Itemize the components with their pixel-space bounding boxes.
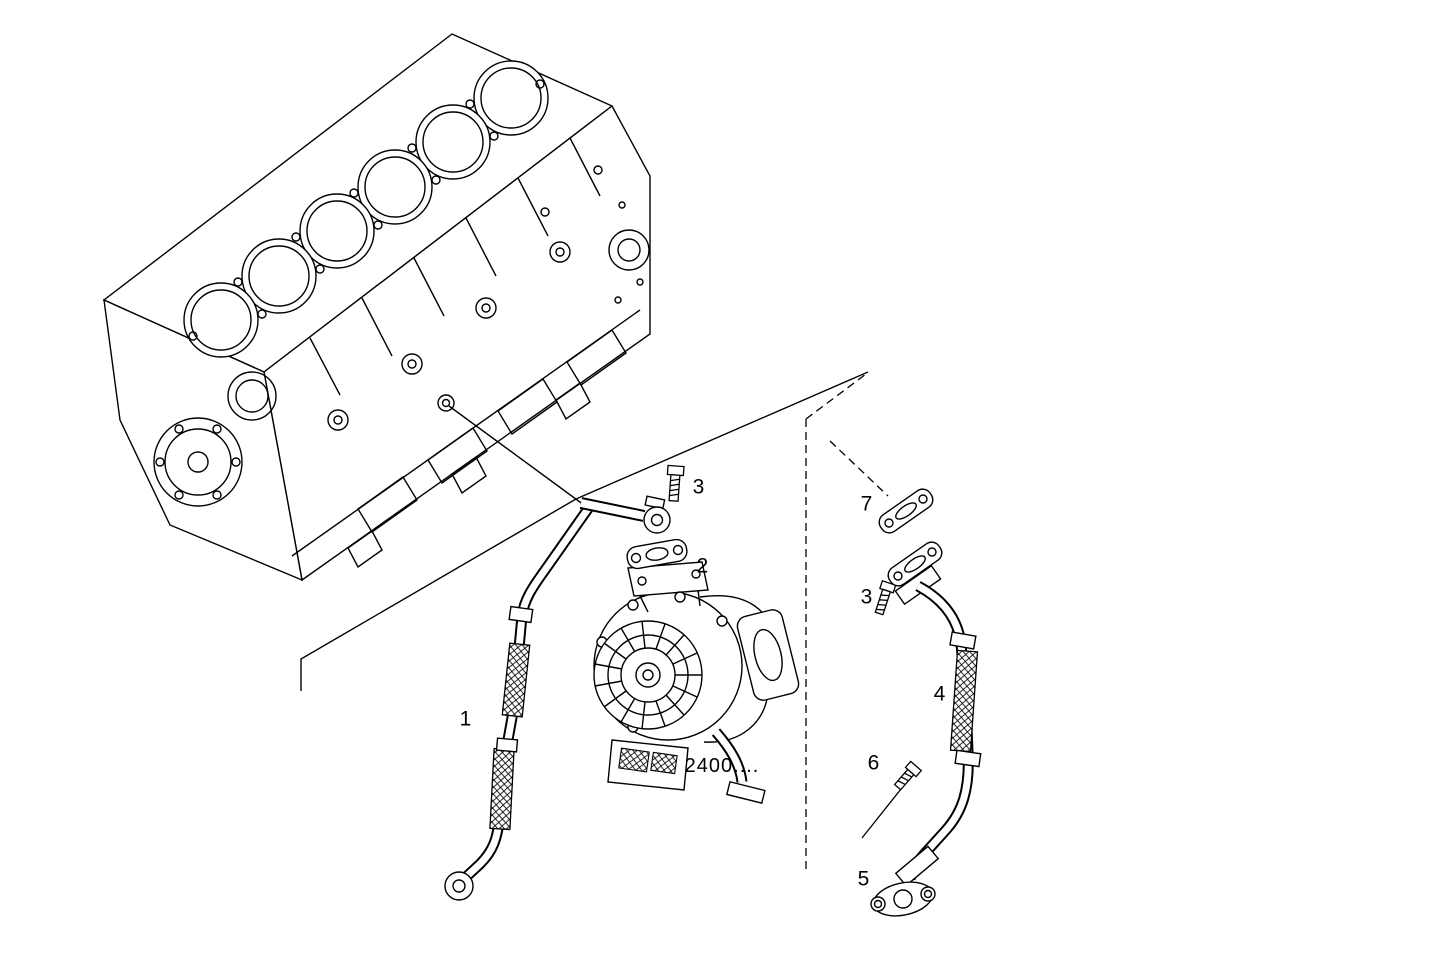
compressor-volute: [699, 595, 800, 743]
turbo-drain-stub: [711, 728, 766, 804]
turbocharger: [593, 561, 800, 804]
return-pipe-bottom-flange: [894, 845, 940, 887]
pipe-nut: [495, 737, 519, 753]
braided-sleeve-upper: [501, 642, 531, 718]
gasket-2: [626, 538, 688, 570]
front-face-details: [153, 371, 277, 507]
callout-1: 1: [459, 707, 473, 731]
part-code: 2400....: [684, 755, 760, 777]
callout-7: 7: [860, 492, 874, 516]
bolt-6: [893, 760, 923, 791]
oil-return-pipe: [894, 564, 982, 887]
core-plugs: [327, 165, 603, 431]
banjo-fitting-top: [643, 495, 671, 534]
callout-2: 2: [696, 554, 710, 578]
braided-sleeve-lower: [489, 747, 515, 831]
pipe-nut: [954, 749, 982, 768]
compressor-disc: [593, 620, 703, 730]
engine-block: [102, 33, 651, 582]
bolt-3-side: [874, 580, 897, 616]
flange-5: [870, 881, 936, 917]
pipe-nut: [949, 631, 977, 650]
head-bolt-holes: [188, 79, 545, 341]
gasket-7-upper: [878, 488, 934, 534]
banjo-eye-bottom: [444, 871, 474, 901]
rear-face-details: [608, 201, 650, 304]
gasket-7-lower: [887, 541, 943, 587]
bolt-3-top: [666, 464, 685, 502]
section-boundary-line: [300, 371, 869, 691]
dashed-reference-lines: [805, 373, 889, 874]
callout-5: 5: [857, 867, 871, 891]
braided-sleeve-return: [949, 649, 979, 753]
turbo-bracket: [607, 739, 689, 791]
callout-3-top: 3: [692, 475, 706, 499]
callout-6: 6: [867, 751, 881, 775]
mounting-feet: [347, 381, 591, 569]
cylinder-bores: [183, 60, 549, 358]
turbo-inlet-flange: [627, 561, 709, 613]
pipe-nut: [508, 605, 534, 624]
bolt-6-leader-line: [861, 788, 902, 839]
oil-supply-pipe: [444, 405, 671, 901]
callout-4: 4: [933, 682, 947, 706]
callout-3-side: 3: [860, 585, 874, 609]
